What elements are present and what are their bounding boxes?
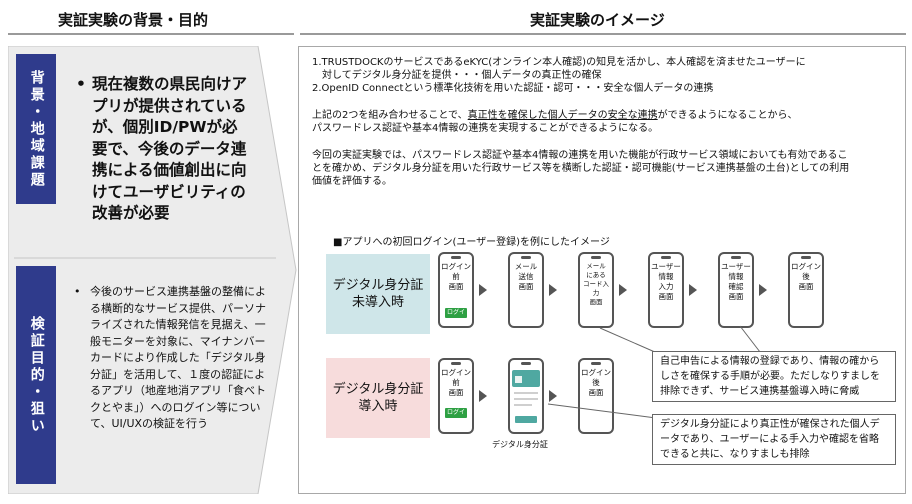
purpose-bullet: 今後のサービス連携基盤の整備による横断的なサービス提供、パーソナライズされた情報…: [74, 284, 274, 433]
card-lines-icon: [514, 392, 538, 394]
row2-label-line1: デジタル身分証: [332, 382, 424, 397]
flow-title: ■アプリへの初回ログイン(ユーザー登録)を例にしたイメージ: [333, 237, 610, 248]
flow-arrow: [479, 390, 487, 402]
phone-screen-label: ユーザー 情報 確認 画面: [721, 262, 751, 301]
login-button[interactable]: ログイン: [445, 408, 467, 426]
row1-phone-mail-send: メール 送信 画面: [508, 252, 544, 328]
flow-arrow: [759, 284, 767, 296]
flow-arrow: [479, 284, 487, 296]
phone-screen-label: メール にある コード入力 画面: [583, 262, 609, 306]
flow-arrow: [689, 284, 697, 296]
phone-screen-label: ログイン前 画面: [441, 262, 471, 291]
row1-phone-user-confirm: ユーザー 情報 確認 画面: [718, 252, 754, 328]
left-title-underline: [8, 33, 294, 35]
p2-line1: 上記の2つを組み合わせることで、真正性を確保した個人データの安全な連携ができるよ…: [312, 109, 797, 122]
p2-underline: 真正性を確保した個人データの安全な連携: [467, 110, 658, 121]
row2-phone-login-after: ログイン後 画面: [578, 358, 614, 434]
p2-pre: 上記の2つを組み合わせることで、: [312, 110, 468, 121]
p1-line1: 1.TRUSTDOCKのサービスであるeKYC(オンライン本人確認)の知見を活か…: [312, 57, 806, 68]
phone-screen-label: メール 送信 画面: [514, 262, 538, 291]
row2-phone-digital-id: [508, 358, 544, 434]
flow-arrow: [619, 284, 627, 296]
left-title: 実証実験の背景・目的: [58, 11, 209, 29]
row1-phone-user-input: ユーザー 情報 入力 画面: [648, 252, 684, 328]
row1-label-line2: 未導入時: [351, 295, 404, 310]
purpose-bullets: 今後のサービス連携基盤の整備による横断的なサービス提供、パーソナライズされた情報…: [74, 284, 274, 433]
p3-line2: とを確かめ、デジタル身分証を用いた行政サービス等を横断した認証・認可機能(サービ…: [312, 163, 850, 174]
row1-label: デジタル身分証 未導入時: [326, 254, 430, 334]
row2-label: デジタル身分証 導入時: [326, 358, 430, 438]
right-title: 実証実験のイメージ: [530, 11, 665, 29]
p2-line2: パスワードレス認証や基本4情報の連携を実現することができるようになる。: [312, 123, 659, 134]
row1-phone-code-input: メール にある コード入力 画面: [578, 252, 614, 328]
p1-line2: 対してデジタル身分証を提供・・・個人データの真正性の確保: [312, 70, 602, 81]
background-bullet: 現在複数の県民向けアプリが提供されているが、個別ID/PWが必要で、今後のデータ…: [76, 74, 248, 225]
p3-line1: 今回の実証実験では、パスワードレス認証や基本4情報の連携を用いた機能が行政サービ…: [312, 150, 848, 161]
digital-id-caption: デジタル身分証: [492, 440, 548, 449]
background-label: 背景・地域課題: [16, 54, 56, 204]
row2-label-line2: 導入時: [358, 399, 398, 414]
digital-id-card-icon: [512, 370, 540, 387]
right-title-underline: [300, 33, 906, 35]
callout-without-id: 自己申告による情報の登録であり、情報の確からしさを確保する手順が必要。ただしなり…: [652, 351, 896, 402]
row2-phone-login-before: ログイン前 画面 ログイン: [438, 358, 474, 434]
background-bullets: 現在複数の県民向けアプリが提供されているが、個別ID/PWが必要で、今後のデータ…: [76, 74, 248, 225]
phone-screen-label: ログイン後 画面: [791, 262, 821, 291]
phone-screen-label: ログイン後 画面: [581, 368, 611, 397]
flow-arrow: [549, 284, 557, 296]
phone-screen-label: ユーザー 情報 入力 画面: [651, 262, 681, 301]
row1-label-line1: デジタル身分証: [332, 278, 424, 293]
row1-phone-login-after: ログイン後 画面: [788, 252, 824, 328]
callout-with-id: デジタル身分証により真正性が確保された個人データであり、ユーザーによる手入力や確…: [652, 414, 896, 465]
flow-arrow: [549, 390, 557, 402]
purpose-label: 検証目的・狙い: [16, 266, 56, 484]
card-lines-icon: [514, 398, 538, 400]
p1-line3: 2.OpenID Connectという標準化技術を用いた認証・認可・・・安全な個…: [312, 83, 714, 94]
p2-post: ができるようになることから、: [657, 110, 798, 121]
p3-line3: 価値を評価する。: [312, 176, 392, 187]
login-button[interactable]: ログイン: [445, 308, 467, 326]
row1-phone-login-before: ログイン前 画面 ログイン: [438, 252, 474, 328]
confirm-button[interactable]: [515, 416, 537, 423]
card-lines-icon: [514, 404, 532, 406]
phone-screen-label: ログイン前 画面: [441, 368, 471, 397]
